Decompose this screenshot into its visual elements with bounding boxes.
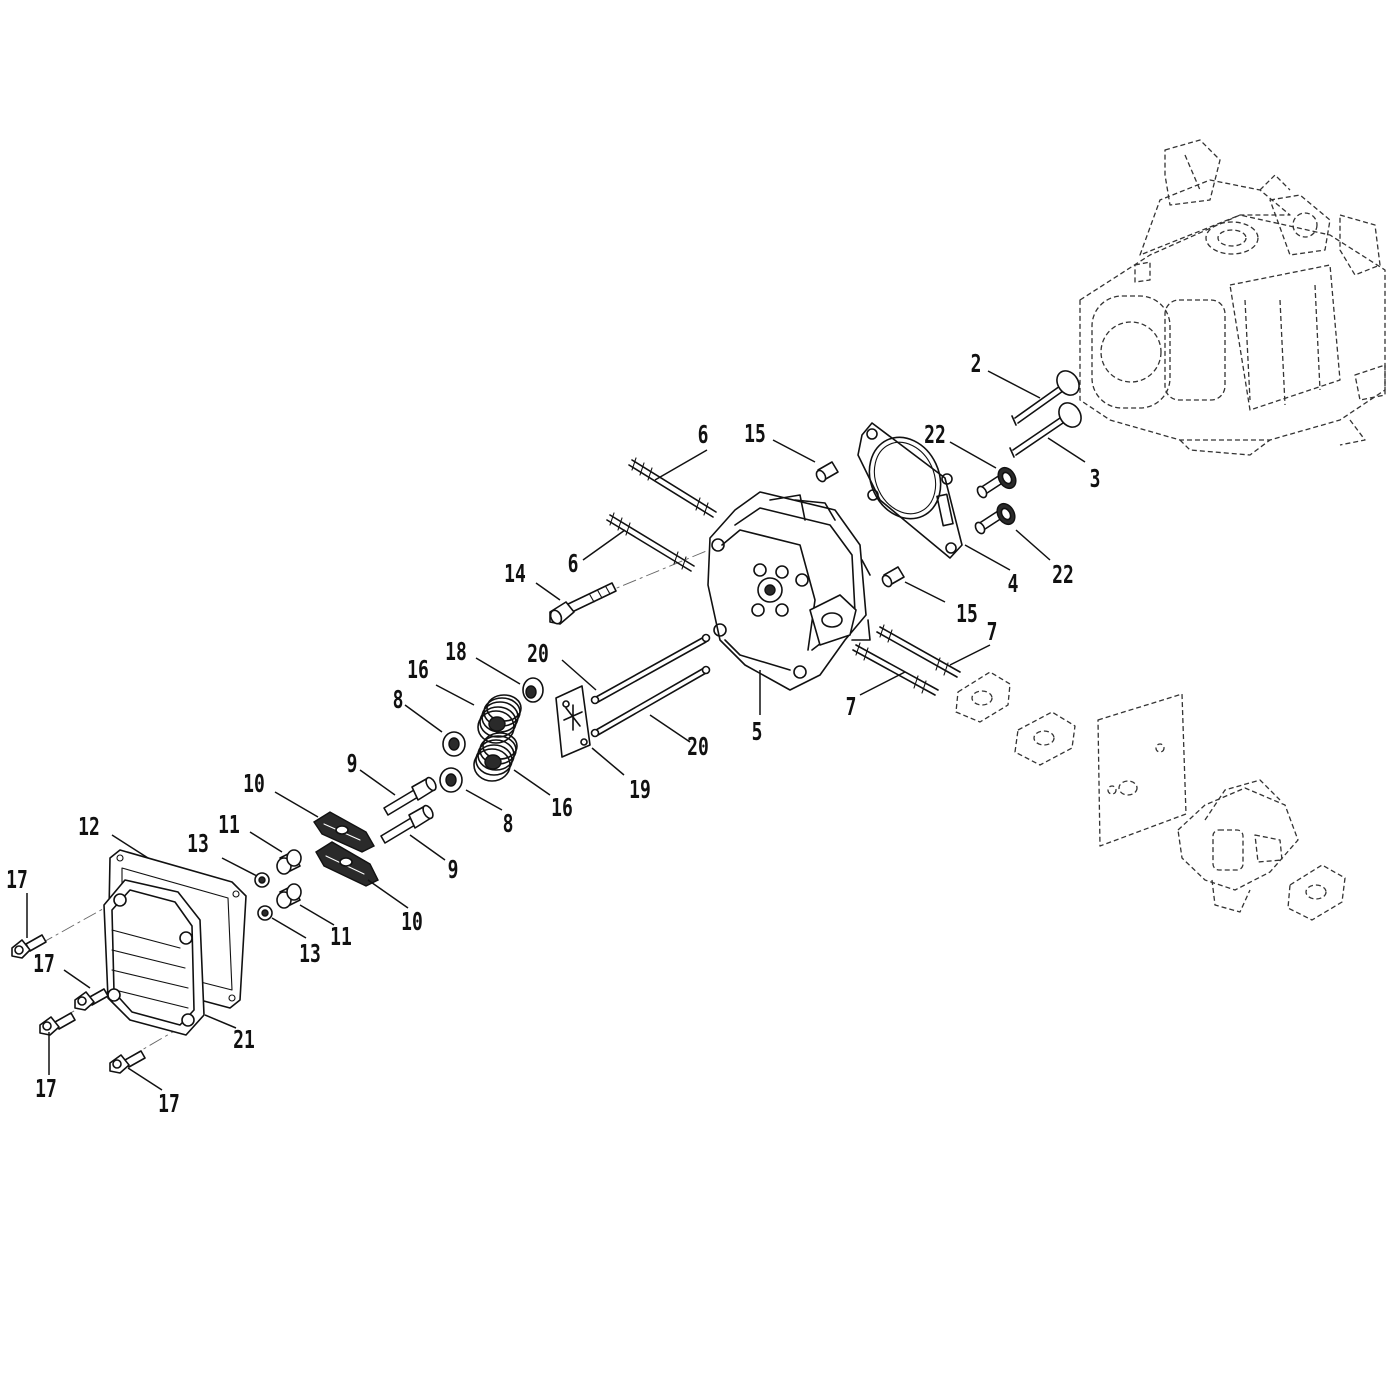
- cylinder-head: [707, 491, 871, 691]
- rocker-pivot-lower: [276, 883, 302, 909]
- cover-bolt-1: [11, 934, 47, 959]
- dowel-pin-upper: [815, 461, 839, 483]
- callout-13-upper: 13: [187, 830, 209, 859]
- head-gasket: [857, 422, 963, 559]
- rocker-pivot-upper: [276, 849, 302, 875]
- callout-4: 4: [1008, 570, 1019, 599]
- rocker-arm-lower: [315, 841, 379, 887]
- valve-spring-upper: [477, 694, 522, 744]
- push-rod-lower: [590, 665, 711, 738]
- callout-2: 2: [971, 350, 982, 379]
- callout-5: 5: [752, 718, 763, 747]
- spring-retainer-lower: [439, 767, 463, 793]
- callout-21: 21: [233, 1026, 255, 1055]
- rocker-arm-upper: [313, 811, 375, 853]
- stud-bolt-right-lower: [852, 642, 939, 696]
- callout-18: 18: [445, 638, 467, 667]
- rocker-cover: [103, 879, 205, 1036]
- stud-bolt-middle: [606, 512, 695, 572]
- callout-17-d: 17: [158, 1090, 180, 1119]
- spring-retainer-upper: [442, 731, 466, 757]
- leader-lines: [26, 370, 1086, 1091]
- callout-13-lower: 13: [299, 940, 321, 969]
- cover-bolt-2: [74, 988, 109, 1011]
- flange-bolt: [549, 582, 617, 625]
- callout-11-upper: 11: [218, 811, 240, 840]
- reference-crankcase: [1079, 139, 1386, 456]
- callout-labels: 2 3 4 5 6 6 7 7 8 8 9 9 10 10 11 11 12 1…: [6, 350, 1100, 1119]
- callout-14: 14: [504, 560, 526, 589]
- callout-8-lower: 8: [503, 810, 514, 839]
- callout-9-upper: 9: [347, 750, 358, 779]
- callout-10-upper: 10: [243, 770, 265, 799]
- callout-17-a: 17: [6, 866, 28, 895]
- callout-6-upper: 6: [698, 421, 709, 450]
- push-rod-upper: [590, 633, 711, 705]
- callout-6-lower: 6: [568, 550, 579, 579]
- callout-16-lower: 16: [551, 794, 573, 823]
- valve-intake: [1009, 402, 1082, 458]
- callout-7-lower: 7: [846, 693, 857, 722]
- callout-22-upper: 22: [924, 421, 946, 450]
- dowel-pin-lower: [881, 566, 905, 588]
- jam-nut-upper: [254, 872, 270, 888]
- callout-17-c: 17: [35, 1075, 57, 1104]
- valve-exhaust: [1011, 370, 1080, 426]
- callout-20-lower: 20: [687, 733, 709, 762]
- reference-intake-parts: [955, 671, 1346, 921]
- callout-11-lower: 11: [330, 923, 352, 952]
- callout-15-upper: 15: [744, 420, 766, 449]
- valve-spring-lower: [473, 732, 518, 782]
- callout-16-upper: 16: [407, 656, 429, 685]
- jam-nut-lower: [257, 905, 273, 921]
- callout-17-b: 17: [33, 950, 55, 979]
- pivot-stud-lower: [380, 804, 434, 844]
- stud-bolt-right-upper: [876, 624, 961, 678]
- valve-guide-lower: [974, 502, 1016, 535]
- callout-10-lower: 10: [401, 908, 423, 937]
- callout-7-upper: 7: [987, 618, 998, 647]
- callout-9-lower: 9: [448, 856, 459, 885]
- cover-bolt-4: [109, 1050, 146, 1074]
- callout-3: 3: [1090, 465, 1101, 494]
- push-rod-guide-plate: [555, 685, 591, 758]
- stud-bolt-upper: [628, 457, 717, 518]
- callout-8-upper: 8: [393, 686, 404, 715]
- callout-19: 19: [629, 776, 651, 805]
- callout-22-lower: 22: [1052, 561, 1074, 590]
- valve-guide-upper: [976, 466, 1017, 499]
- callout-20-upper: 20: [527, 640, 549, 669]
- callout-15-lower: 15: [956, 600, 978, 629]
- cover-bolt-3: [39, 1012, 76, 1036]
- pivot-stud-upper: [383, 776, 437, 816]
- callout-12: 12: [78, 813, 100, 842]
- valve-stem-seal: [522, 677, 544, 703]
